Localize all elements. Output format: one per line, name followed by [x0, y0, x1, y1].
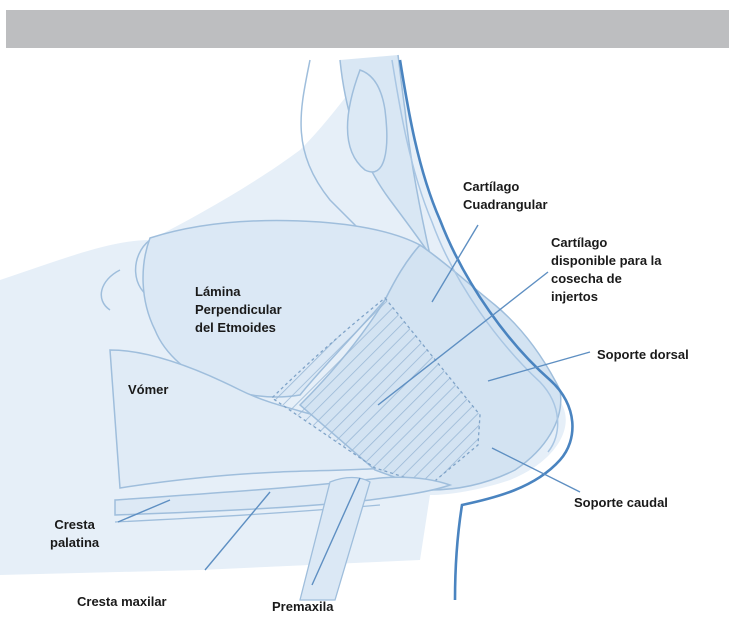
label-lamina-perpendicular: Lámina Perpendicular del Etmoides — [195, 283, 282, 337]
label-line: Perpendicular — [195, 301, 282, 319]
header-bar — [6, 10, 729, 48]
label-cartilago-cuadrangular: Cartílago Cuadrangular — [463, 178, 548, 214]
label-premaxila: Premaxila — [272, 598, 333, 616]
label-cartilago-disponible: Cartílago disponible para la cosecha de … — [551, 234, 662, 306]
label-line: del Etmoides — [195, 319, 282, 337]
label-line: Cartílago — [463, 178, 548, 196]
label-line: Cresta — [50, 516, 99, 534]
label-line: cosecha de — [551, 270, 662, 288]
label-line: Cartílago — [551, 234, 662, 252]
label-soporte-caudal: Soporte caudal — [574, 494, 668, 512]
label-cresta-maxilar: Cresta maxilar — [77, 593, 167, 611]
label-soporte-dorsal: Soporte dorsal — [597, 346, 689, 364]
label-line: palatina — [50, 534, 99, 552]
label-line: disponible para la — [551, 252, 662, 270]
label-line: injertos — [551, 288, 662, 306]
label-cresta-palatina: Cresta palatina — [50, 516, 99, 552]
label-line: Lámina — [195, 283, 282, 301]
label-vomer: Vómer — [128, 381, 168, 399]
label-line: Cuadrangular — [463, 196, 548, 214]
